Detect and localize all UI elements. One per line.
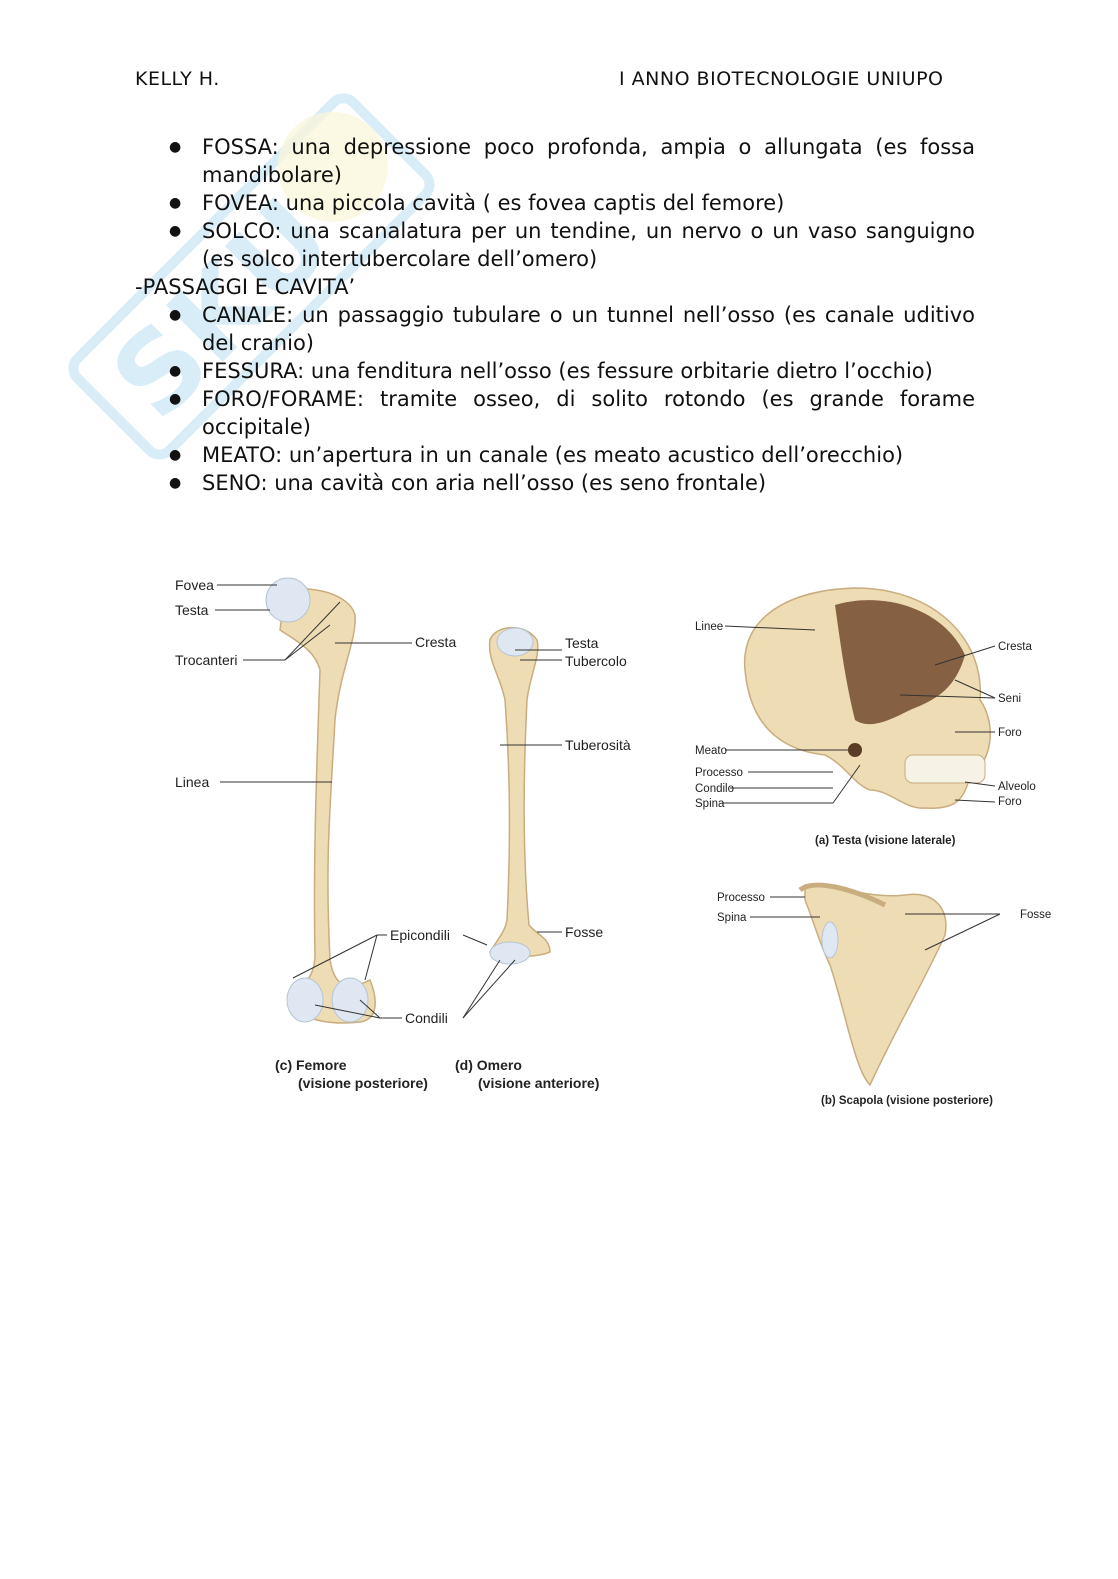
label-processo-cranio: Processo: [695, 767, 743, 779]
list-item: FESSURA: una fenditura nell’osso (es fes…: [135, 357, 975, 385]
humerus-illustration: [488, 626, 551, 965]
label-trocanteri: Trocanteri: [175, 652, 238, 668]
femur-label-group: Fovea Testa Trocanteri Cresta Linea Epic…: [175, 577, 456, 1026]
skull-caption: (a) Testa (visione laterale): [815, 835, 956, 847]
bone-anatomy-figure: Fovea Testa Trocanteri Cresta Linea Epic…: [165, 560, 1065, 1120]
humerus-label-group: Testa Tubercolo Tuberosità Fosse: [565, 635, 631, 940]
list-item: MEATO: un’apertura in un canale (es meat…: [135, 441, 975, 469]
label-alveolo: Alveolo: [998, 781, 1036, 793]
label-fosse-omero: Fosse: [565, 924, 603, 940]
label-seni: Seni: [998, 693, 1021, 705]
label-processo-scapola: Processo: [717, 892, 765, 904]
femur-illustration: [265, 577, 376, 1024]
list-item: SOLCO: una scanalatura per un tendine, u…: [135, 217, 975, 273]
label-fosse-scapola: Fosse: [1020, 909, 1051, 921]
list-item: FOVEA: una piccola cavità ( es fovea cap…: [135, 189, 975, 217]
list-intro: FOSSA: una depressione poco profonda, am…: [135, 133, 975, 273]
bone-anatomy-svg: Fovea Testa Trocanteri Cresta Linea Epic…: [175, 577, 1051, 1107]
label-tuberosita: Tuberosità: [565, 737, 631, 753]
skull-leaders: [722, 625, 996, 804]
humerus-caption-line2: (visione anteriore): [478, 1075, 599, 1091]
label-linea: Linea: [175, 774, 209, 790]
list-item: FORO/FORAME: tramite osseo, di solito ro…: [135, 385, 975, 441]
femur-leaders: [215, 584, 412, 1019]
label-fovea: Fovea: [175, 577, 214, 593]
femur-caption-line1: (c) Femore: [275, 1057, 347, 1073]
label-spina-cranio: Spina: [695, 798, 725, 810]
label-testa-femore: Testa: [175, 602, 209, 618]
scapula-caption: (b) Scapola (visione posteriore): [821, 1095, 993, 1107]
humerus-leaders: [462, 649, 562, 1019]
label-condili: Condili: [405, 1010, 448, 1026]
label-linee: Linee: [695, 621, 723, 633]
label-epicondili: Epicondili: [390, 927, 450, 943]
humerus-caption-line1: (d) Omero: [455, 1057, 522, 1073]
skull-label-group: Linee Cresta Seni Foro Meato Processo Co…: [695, 621, 1036, 810]
main-content: FOSSA: una depressione poco profonda, am…: [135, 133, 975, 497]
skull-illustration: [743, 587, 991, 809]
header-course: I ANNO BIOTECNOLOGIE UNIUPO: [619, 68, 944, 90]
list-item: CANALE: un passaggio tubulare o un tunne…: [135, 301, 975, 357]
label-cresta-cranio: Cresta: [998, 641, 1032, 653]
section-heading: -PASSAGGI E CAVITA’: [135, 275, 356, 299]
scapula-illustration: [798, 882, 947, 1087]
header-author: KELLY H.: [135, 68, 220, 90]
label-spina-scapola: Spina: [717, 912, 747, 924]
label-cresta-femore: Cresta: [415, 634, 456, 650]
label-meato: Meato: [695, 745, 727, 757]
femur-caption-line2: (visione posteriore): [298, 1075, 428, 1091]
scapula-label-group: Processo Spina Fosse: [717, 892, 1051, 924]
scapula-leaders: [750, 896, 1001, 951]
label-foro-1: Foro: [998, 727, 1022, 739]
list-item: FOSSA: una depressione poco profonda, am…: [135, 133, 975, 189]
label-tubercolo: Tubercolo: [565, 653, 627, 669]
list-item: SENO: una cavità con aria nell’osso (es …: [135, 469, 975, 497]
label-foro-2: Foro: [998, 796, 1022, 808]
list-passaggi: CANALE: un passaggio tubulare o un tunne…: [135, 301, 975, 497]
label-testa-omero: Testa: [565, 635, 599, 651]
label-condilo: Condilo: [695, 783, 734, 795]
